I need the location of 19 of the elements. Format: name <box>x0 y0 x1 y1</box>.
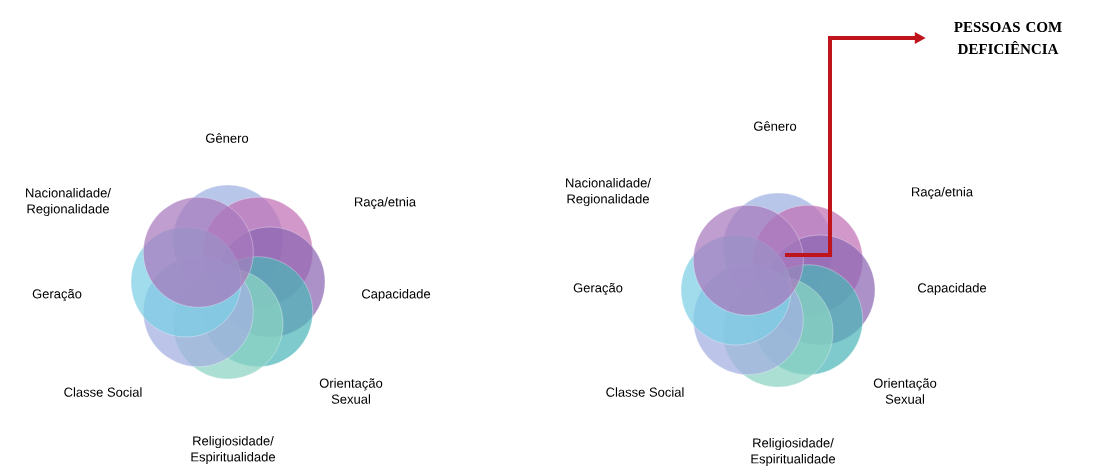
category-label: Raça/etnia <box>912 186 974 200</box>
category-label: Classe Social <box>606 387 684 397</box>
category-label: Orientação Sexual <box>319 378 383 404</box>
category-label: Capacidade <box>917 282 987 296</box>
category-label: Geração <box>32 288 82 302</box>
category-label: Religiosidade/ Espiritualidade <box>191 435 276 465</box>
category-label: Geração <box>573 282 623 296</box>
category-label: Raça/etnia <box>355 196 417 210</box>
category-label: Nacionalidade/ Regionalidade <box>26 187 111 217</box>
category-label: Gênero <box>206 133 249 143</box>
flower-drawing <box>130 184 326 380</box>
category-label: Religiosidade/ Espiritualidade <box>751 437 836 467</box>
category-label: Capacidade <box>361 288 431 302</box>
category-label: Classe Social <box>64 387 142 397</box>
category-label: Nacionalidade/ Regionalidade <box>566 177 651 207</box>
flower-drawing <box>680 192 876 388</box>
category-label: Orientação Sexual <box>873 378 937 404</box>
callout-text: PESSOAS COM DEFICIÊNCIA <box>954 21 1062 55</box>
category-label: Gênero <box>754 121 797 131</box>
